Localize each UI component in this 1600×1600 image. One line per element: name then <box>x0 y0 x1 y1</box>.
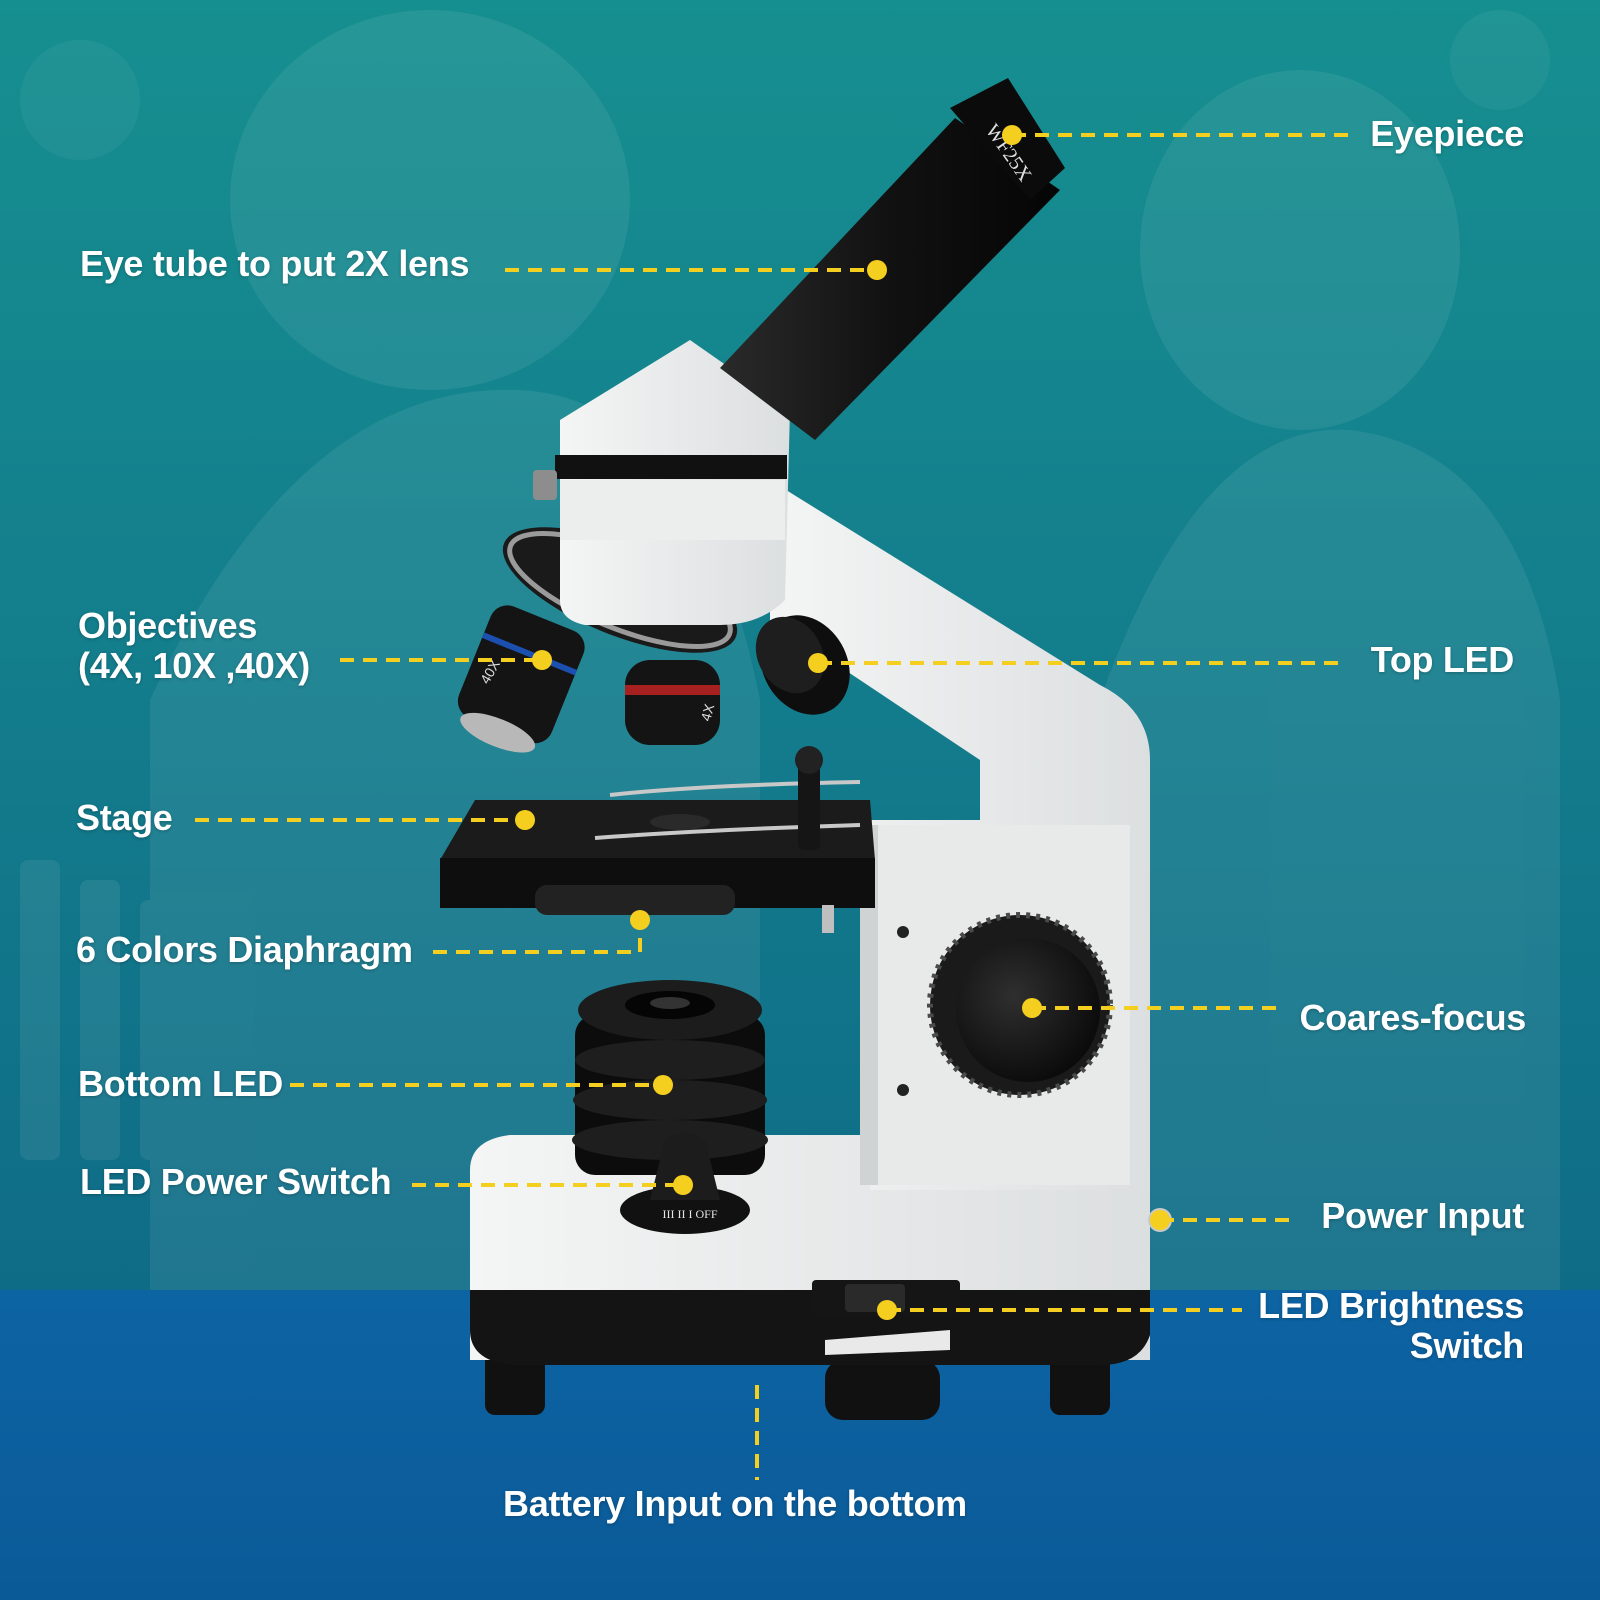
label-power-input-text: Power Input <box>1321 1195 1524 1236</box>
dot-eye-tube <box>867 260 887 280</box>
microscope-stage <box>440 746 875 933</box>
label-diaphragm: 6 Colors Diaphragm <box>76 930 413 970</box>
label-brightness: LED Brightness Switch <box>1258 1286 1524 1366</box>
bottom-led-housing <box>572 980 768 1175</box>
switch-markings: III II I OFF <box>663 1207 718 1221</box>
dot-brightness <box>877 1300 897 1320</box>
label-bottom-led-text: Bottom LED <box>78 1063 283 1104</box>
dot-diaphragm <box>630 910 650 930</box>
dot-top-led <box>808 653 828 673</box>
label-brightness-line1: LED Brightness <box>1258 1285 1524 1326</box>
leader-dots <box>515 125 1170 1320</box>
dot-objectives <box>532 650 552 670</box>
leader-lines <box>195 133 1355 1480</box>
microscope-base <box>470 1135 1150 1365</box>
label-top-led-text: Top LED <box>1370 639 1515 680</box>
label-eye-tube-text: Eye tube to put 2X lens <box>80 243 470 284</box>
label-eyepiece-text: Eyepiece <box>1370 113 1524 154</box>
dot-power-input <box>1150 1210 1170 1230</box>
label-objectives-line1: Objectives <box>78 605 258 646</box>
label-stage-text: Stage <box>76 797 173 838</box>
label-led-power-switch-text: LED Power Switch <box>80 1161 392 1202</box>
dot-eyepiece <box>1002 125 1022 145</box>
coarse-focus-knob <box>927 912 1113 1098</box>
label-objectives-line2: (4X, 10X ,40X) <box>78 645 310 686</box>
leader-diaphragm <box>433 920 642 954</box>
label-bottom-led: Bottom LED <box>78 1064 283 1104</box>
dot-bottom-led <box>653 1075 673 1095</box>
top-led <box>755 615 850 715</box>
label-top-led: Top LED <box>1370 639 1515 680</box>
label-battery-input-text: Battery Input on the bottom <box>503 1483 967 1524</box>
label-battery-input: Battery Input on the bottom <box>503 1484 967 1524</box>
label-coarse-focus-text: Coares-focus <box>1299 997 1527 1038</box>
label-led-power-switch: LED Power Switch <box>80 1161 392 1202</box>
label-eye-tube: Eye tube to put 2X lens <box>80 244 469 284</box>
dot-led-power-switch <box>673 1175 693 1195</box>
label-power-input: Power Input <box>1321 1196 1524 1236</box>
label-diaphragm-text: 6 Colors Diaphragm <box>76 929 413 970</box>
label-eyepiece: Eyepiece <box>1370 114 1524 154</box>
label-stage: Stage <box>76 798 173 838</box>
microscope-head <box>533 340 790 625</box>
label-brightness-line2: Switch <box>1409 1325 1525 1366</box>
label-objectives: Objectives (4X, 10X ,40X) <box>78 606 310 686</box>
dot-coarse-focus <box>1022 998 1042 1018</box>
label-coarse-focus: Coares-focus <box>1299 997 1527 1038</box>
dot-stage <box>515 810 535 830</box>
objective-4x-mark: 4X <box>697 701 717 722</box>
